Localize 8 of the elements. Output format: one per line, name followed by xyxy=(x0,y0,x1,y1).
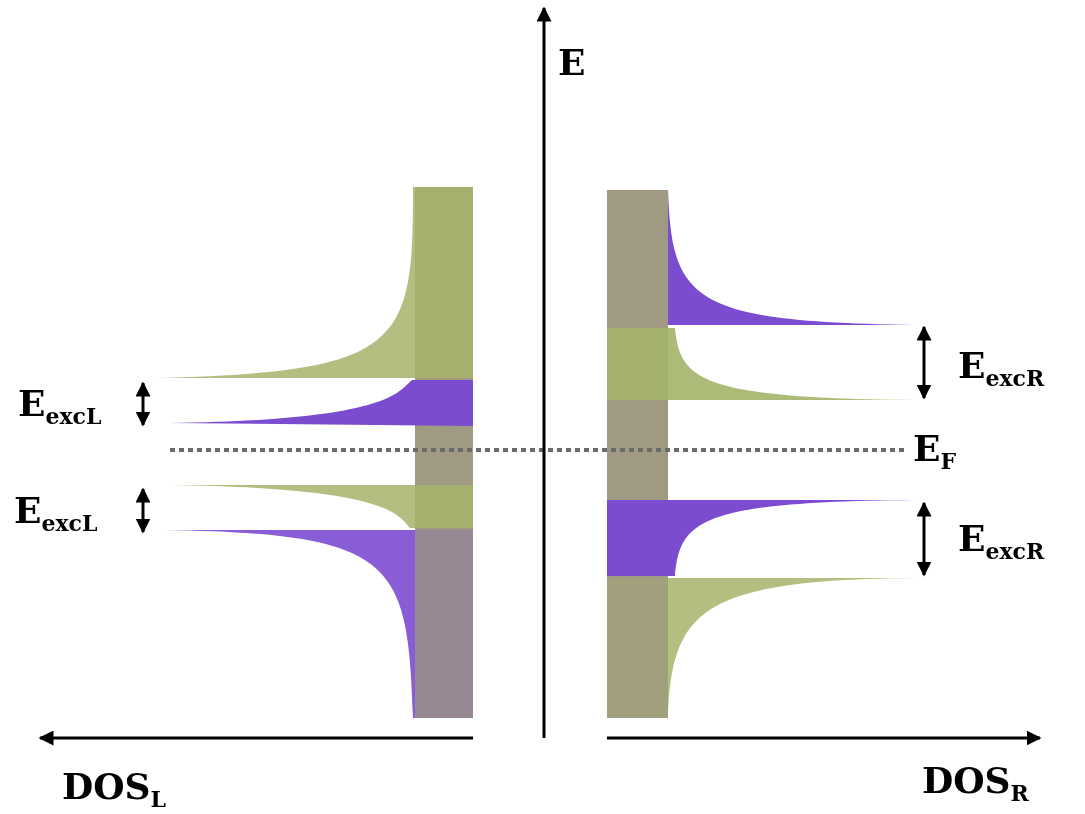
axis-label: DOS$_{R}$ xyxy=(922,762,1029,804)
axis-label: DOS$_{L}$ xyxy=(62,768,167,810)
energy-label: E$_{excL}$ xyxy=(18,385,102,427)
energy-label: E$_{excR}$ xyxy=(958,347,1045,389)
energy-label: E$_{F}$ xyxy=(913,430,957,472)
axis-label: E xyxy=(558,44,586,80)
energy-label: E$_{excR}$ xyxy=(958,520,1045,562)
energy-label: E$_{excL}$ xyxy=(14,492,98,534)
